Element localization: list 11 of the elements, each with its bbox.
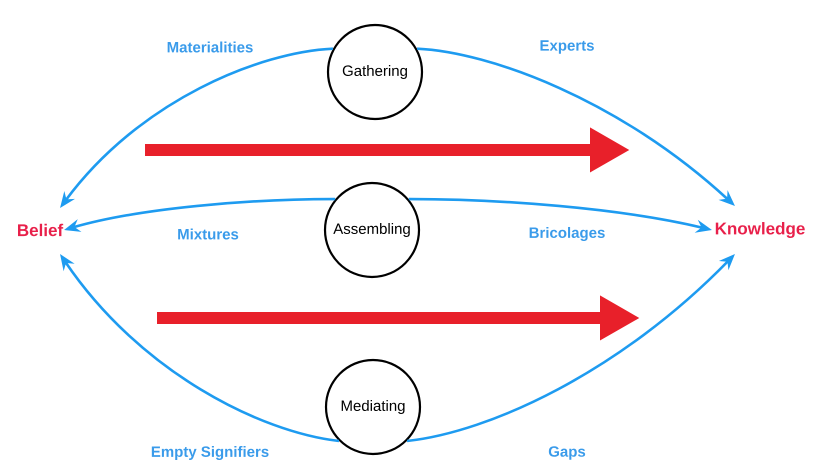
text-label: Gaps: [548, 446, 586, 460]
circle-node: Gathering: [326, 24, 424, 120]
text-label: Experts: [540, 40, 594, 54]
circle-node: Mediating: [324, 358, 422, 456]
concept-label: Belief: [18, 224, 64, 236]
text-label: Materialities: [168, 42, 253, 52]
text-label: Mixtures: [178, 228, 238, 240]
text-label: Bricolages: [530, 226, 605, 242]
circle-node: Assembling: [324, 182, 420, 278]
text-label: Empty Signifiers: [152, 446, 269, 460]
concept-label: Knowledge: [716, 222, 805, 238]
